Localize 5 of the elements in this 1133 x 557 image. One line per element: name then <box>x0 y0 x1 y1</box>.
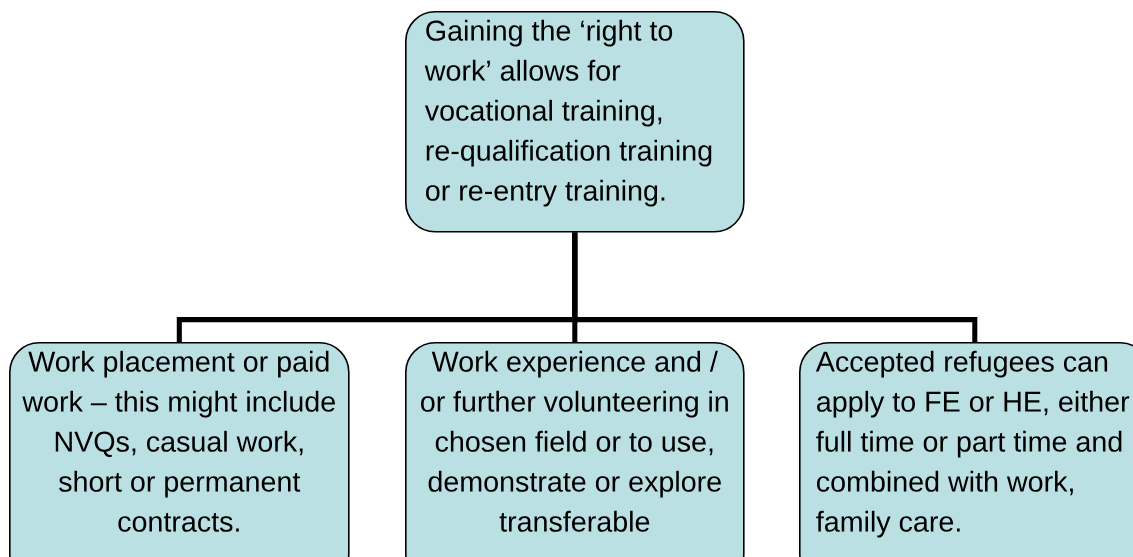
outcome-box: Work experience and / or further volunteering in chosen field or to use, demonstrate or explore transferable <box>405 342 745 557</box>
statement-box: Gaining the ‘right to work’ allows for vocational training, re-qualification training or re-entry training. <box>405 11 745 233</box>
outcome-box: Accepted refugees can apply to FE or HE, either full time or part time and combined with work, family care. <box>799 342 1133 557</box>
outcome-box: Work placement or paid work – this might include NVQs, casual work, short or permanent contracts. <box>9 342 350 557</box>
connector-line <box>572 232 978 342</box>
